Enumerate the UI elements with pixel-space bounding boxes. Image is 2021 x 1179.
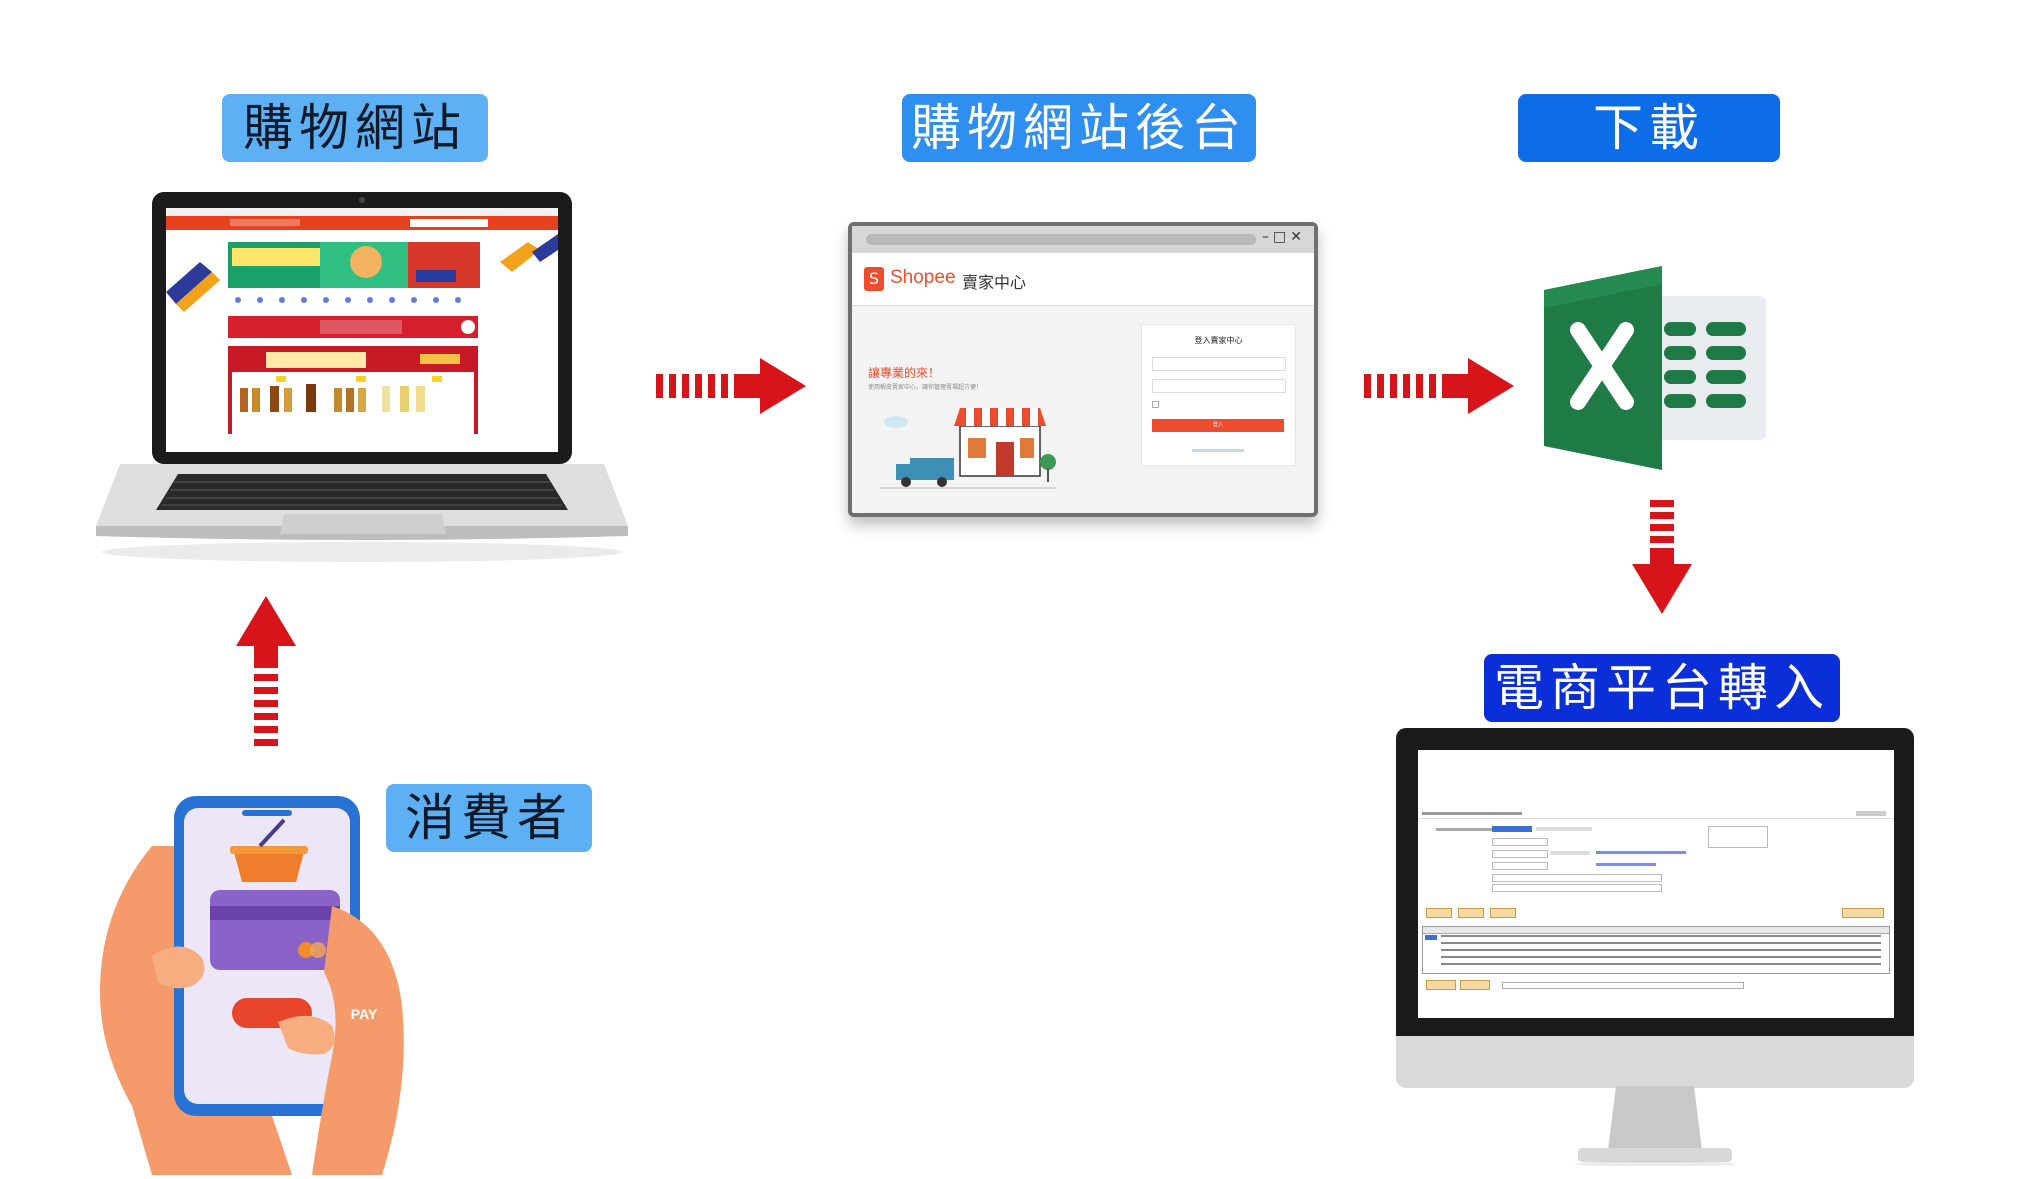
shopee-subline: 使用蝦皮賣家中心，讓你管理賣場超方便！ [868, 384, 983, 391]
label-site-backend: 購物網站後台 [902, 94, 1256, 162]
seller-center-title: 賣家中心 [962, 273, 1027, 292]
shopee-header: S Shopee 賣家中心 [852, 253, 1314, 306]
password-field[interactable] [1152, 379, 1286, 393]
arrow-to-shopping-site [236, 596, 296, 750]
platform-select[interactable] [1492, 826, 1532, 832]
laptop-illustration [80, 192, 645, 572]
arrow-to-backend [656, 358, 806, 418]
start-import-button[interactable] [1426, 980, 1456, 990]
excel-icon [1544, 266, 1768, 474]
desktop-monitor [1396, 728, 1914, 1088]
toolbar-button-3[interactable] [1490, 908, 1516, 918]
monitor-stand [1570, 1086, 1740, 1170]
toolbar-button-4[interactable] [1842, 908, 1884, 918]
arrow-to-excel [1364, 358, 1514, 418]
settings-button[interactable] [1460, 980, 1490, 990]
shopee-seller-center-window: –□✕ S Shopee 賣家中心 讓專業的來！ 使用蝦皮賣家中心，讓你管理賣場… [848, 222, 1318, 517]
field-row-2[interactable] [1492, 838, 1548, 846]
monitor-chin [1396, 1036, 1914, 1088]
login-button-label: 登入 [1212, 422, 1223, 428]
login-title: 登入賣家中心 [1194, 336, 1243, 345]
label-ecommerce-import: 電商平台轉入 [1484, 654, 1840, 722]
shopee-bag-icon: S [864, 267, 884, 291]
login-panel: 登入賣家中心 登入 [1141, 324, 1296, 466]
label-download-excel: 下載excel [1518, 94, 1780, 225]
address-bar[interactable] [866, 234, 1256, 245]
toolbar-button-2[interactable] [1458, 908, 1484, 918]
option-group[interactable] [1708, 826, 1768, 848]
phone-payment-illustration: PAY [92, 786, 452, 1175]
field-row-4[interactable] [1492, 862, 1548, 870]
shopee-headline: 讓專業的來！ [868, 366, 941, 380]
import-app-screen [1418, 750, 1894, 1018]
arrow-to-import [1632, 500, 1692, 618]
email-field[interactable] [1152, 357, 1286, 371]
browser-title-bar: –□✕ [852, 226, 1314, 253]
label-shopping-site: 購物網站 [222, 94, 488, 162]
app-title-bar [1418, 810, 1894, 819]
import-form [1426, 826, 1886, 896]
shopee-brand: Shopee [890, 267, 956, 288]
label-consumer: 消費者 [386, 784, 592, 852]
signup-link[interactable] [1192, 449, 1244, 452]
pay-button-label: PAY [350, 1006, 378, 1022]
window-controls[interactable]: –□✕ [1262, 229, 1306, 245]
toolbar-button-1[interactable] [1426, 908, 1452, 918]
progress-bar [1502, 982, 1744, 989]
shop-illustration [880, 408, 1056, 489]
field-row-6[interactable] [1492, 884, 1662, 892]
remember-checkbox[interactable] [1152, 401, 1159, 408]
login-button[interactable]: 登入 [1152, 419, 1284, 432]
import-table [1422, 926, 1890, 974]
field-row-3[interactable] [1492, 850, 1548, 858]
field-row-5[interactable] [1492, 874, 1662, 882]
